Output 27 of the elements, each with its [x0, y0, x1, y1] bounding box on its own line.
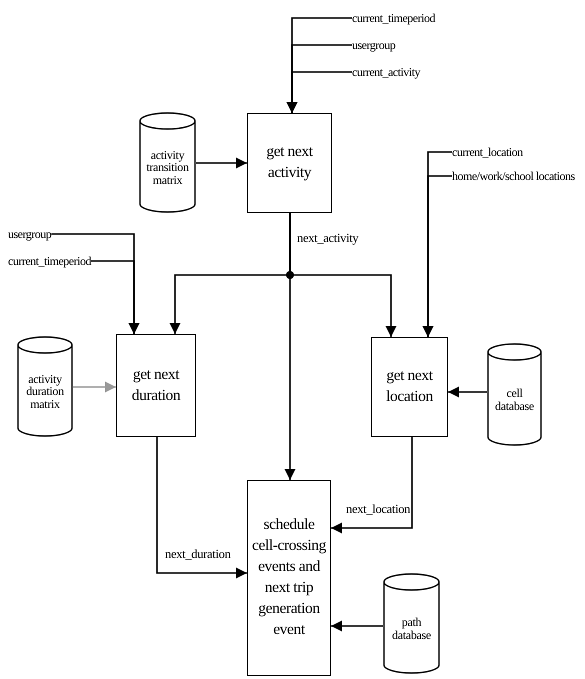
- process-box: get next activity: [247, 113, 332, 213]
- edge-label: next_location: [345, 502, 412, 517]
- arrow: [331, 620, 383, 632]
- process-box: get next duration: [116, 334, 196, 437]
- database-cylinder: path database: [383, 573, 440, 674]
- input-label: current_location: [452, 143, 523, 161]
- input-label: usergroup: [352, 36, 396, 54]
- database-cylinder: activity duration matrix: [17, 336, 73, 437]
- arrow: [90, 260, 140, 334]
- edge-label: next_activity: [296, 231, 360, 246]
- arrow: [286, 71, 352, 113]
- input-label: current_activity: [352, 63, 420, 81]
- database-cylinder: cell database: [487, 343, 542, 446]
- arrow: [289, 213, 396, 337]
- arrow: [331, 437, 413, 534]
- arrow: [73, 382, 116, 392]
- input-label: home/work/school locations: [452, 167, 575, 185]
- input-label: usergroup: [8, 225, 52, 243]
- arrow: [196, 158, 247, 168]
- edge-label: next_duration: [164, 547, 232, 562]
- input-label: current_timeperiod: [352, 9, 435, 27]
- input-label: current_timeperiod: [8, 252, 91, 270]
- process-box: get next location: [371, 337, 448, 437]
- database-cylinder: activity transition matrix: [139, 112, 196, 213]
- arrow: [156, 437, 247, 578]
- arrow: [448, 386, 487, 398]
- process-box: schedule cell-crossing events and next trip generation event: [247, 480, 331, 676]
